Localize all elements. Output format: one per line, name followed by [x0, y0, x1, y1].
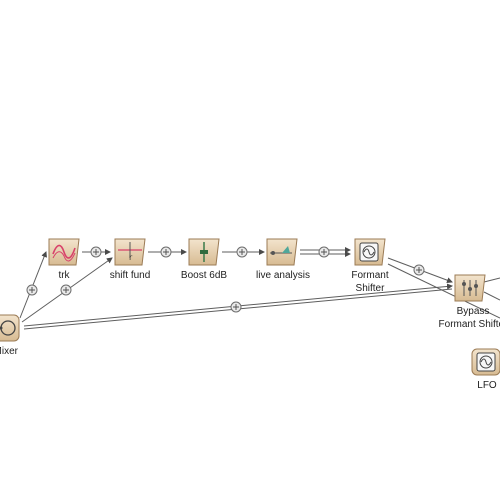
junction-knob[interactable]: [60, 284, 72, 296]
pitch-shift-icon: r: [114, 238, 146, 266]
mixer-icon: [0, 314, 20, 342]
bypass-label: Bypass Formant Shifter: [438, 306, 500, 330]
junction-knob[interactable]: [236, 246, 248, 258]
trk-label: trk: [58, 270, 70, 281]
oscillator-icon: [354, 238, 386, 266]
live-analysis-label: live analysis: [256, 270, 310, 281]
formant-shifter-node[interactable]: [352, 238, 388, 266]
junction-knob[interactable]: [413, 264, 425, 276]
junction-knob[interactable]: [26, 284, 38, 296]
connection-formant-out[interactable]: [387, 263, 500, 319]
junction-knob[interactable]: [318, 246, 330, 258]
switch-icon: [454, 274, 486, 302]
junction-knob[interactable]: [90, 246, 102, 258]
connection-bypass-out[interactable]: [483, 277, 500, 283]
svg-text:r: r: [129, 253, 133, 262]
mixer-node[interactable]: [0, 314, 22, 342]
pitch-track-icon: [48, 238, 80, 266]
lfo-node[interactable]: [471, 348, 500, 376]
junction-knob[interactable]: [230, 301, 242, 313]
live-analysis-node[interactable]: [264, 238, 300, 266]
junction-knob[interactable]: [160, 246, 172, 258]
shift-fund-label: shift fund: [109, 270, 151, 281]
boost-node[interactable]: [186, 238, 222, 266]
analysis-icon: [266, 238, 298, 266]
formant-shifter-label: Formant Shifter: [351, 270, 389, 294]
boost-label: Boost 6dB: [180, 270, 228, 281]
gain-fader-icon: [188, 238, 220, 266]
sine-wave-icon: [471, 348, 500, 376]
bypass-node[interactable]: [452, 274, 488, 302]
trk-node[interactable]: [46, 238, 82, 266]
lfo-label: LFO: [477, 380, 497, 391]
shift-fund-node[interactable]: r: [112, 238, 148, 266]
mixer-label: Mixer: [0, 346, 18, 357]
